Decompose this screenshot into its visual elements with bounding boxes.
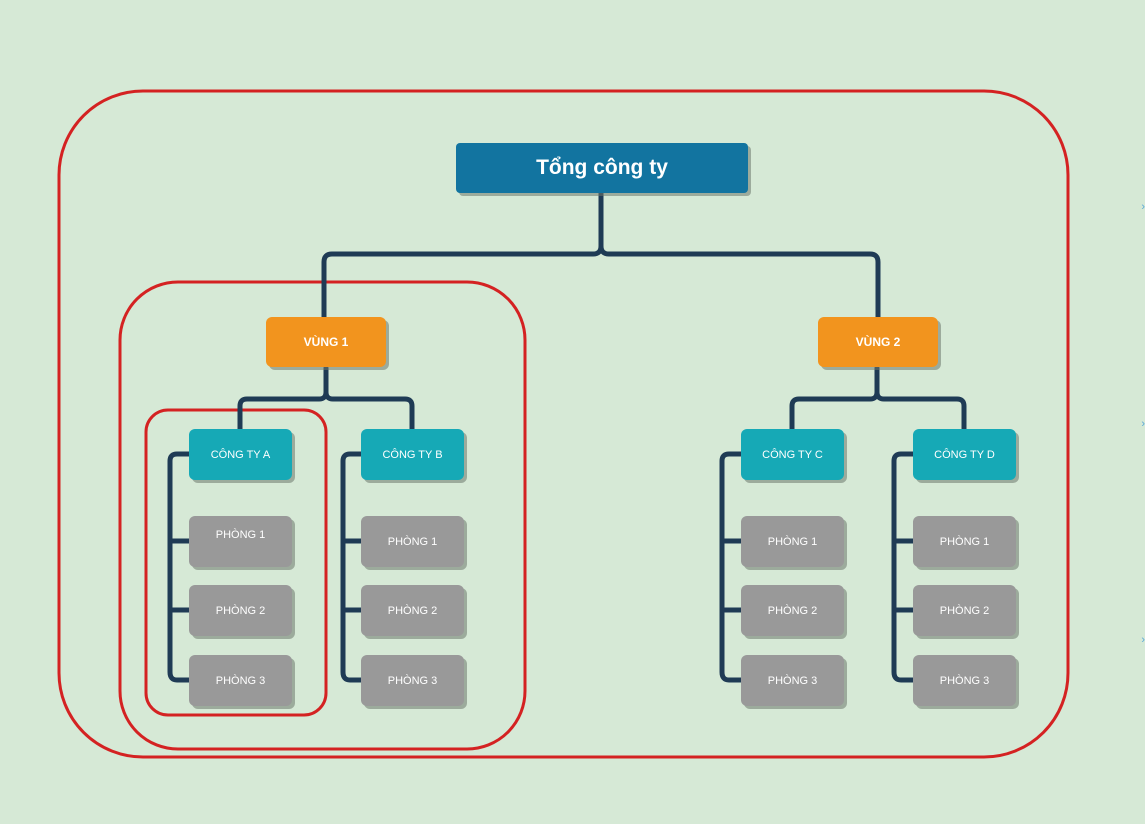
region-label: VÙNG 2 [855,335,901,349]
department-label: PHÒNG 3 [387,674,438,687]
spine-company-d [891,451,916,683]
region-node-1[interactable]: VÙNG 1 [266,317,386,367]
company-node-a[interactable]: CÔNG TY A [189,429,292,480]
connector-region-1-right [323,389,415,434]
department-node-d-1[interactable]: PHÒNG 1 [913,516,1016,567]
chevron-right-icon: › [1141,634,1145,646]
department-node-a-1[interactable]: PHÒNG 1 [189,516,292,567]
department-label: PHÒNG 1 [767,535,818,548]
company-node-b[interactable]: CÔNG TY B [361,429,464,480]
department-node-b-1[interactable]: PHÒNG 1 [361,516,464,567]
connector-root-right [598,243,881,321]
department-label: PHÒNG 3 [215,674,266,687]
region-label: VÙNG 1 [303,335,349,349]
connector-region-2-right [874,389,967,434]
chevron-right-icon: › [1141,201,1145,213]
outline-company-a [144,408,328,717]
company-label: CÔNG TY A [210,448,271,461]
department-label: PHÒNG 2 [387,604,438,617]
company-node-c[interactable]: CÔNG TY C [741,429,844,480]
spine-company-b [340,451,364,683]
spine-company-c [719,451,744,683]
department-label: PHÒNG 3 [767,674,818,687]
connector-root [321,189,604,321]
department-label: PHÒNG 1 [387,535,438,548]
department-label: PHÒNG 2 [215,604,266,617]
outline-all [57,89,1070,759]
department-node-b-3[interactable]: PHÒNG 3 [361,655,464,706]
department-label: PHÒNG 2 [939,604,990,617]
company-label: CÔNG TY D [934,448,995,461]
spine-company-a [167,451,192,683]
department-node-c-3[interactable]: PHÒNG 3 [741,655,844,706]
department-node-c-1[interactable]: PHÒNG 1 [741,516,844,567]
department-node-a-3[interactable]: PHÒNG 3 [189,655,292,706]
connector-region-2 [789,365,880,434]
department-label: PHÒNG 1 [215,528,266,541]
department-node-a-2[interactable]: PHÒNG 2 [189,585,292,636]
department-label: PHÒNG 2 [767,604,818,617]
root-label: Tổng công ty [536,156,668,179]
connector-region-1 [237,365,329,434]
company-label: CÔNG TY B [382,448,443,461]
region-node-2[interactable]: VÙNG 2 [818,317,938,367]
department-node-d-2[interactable]: PHÒNG 2 [913,585,1016,636]
root-node[interactable]: Tổng công ty [456,143,748,193]
department-node-d-3[interactable]: PHÒNG 3 [913,655,1016,706]
department-node-c-2[interactable]: PHÒNG 2 [741,585,844,636]
chevron-right-icon: › [1141,418,1145,430]
company-label: CÔNG TY C [762,448,823,461]
company-node-d[interactable]: CÔNG TY D [913,429,1016,480]
department-label: PHÒNG 3 [939,674,990,687]
department-label: PHÒNG 1 [939,535,990,548]
department-node-b-2[interactable]: PHÒNG 2 [361,585,464,636]
